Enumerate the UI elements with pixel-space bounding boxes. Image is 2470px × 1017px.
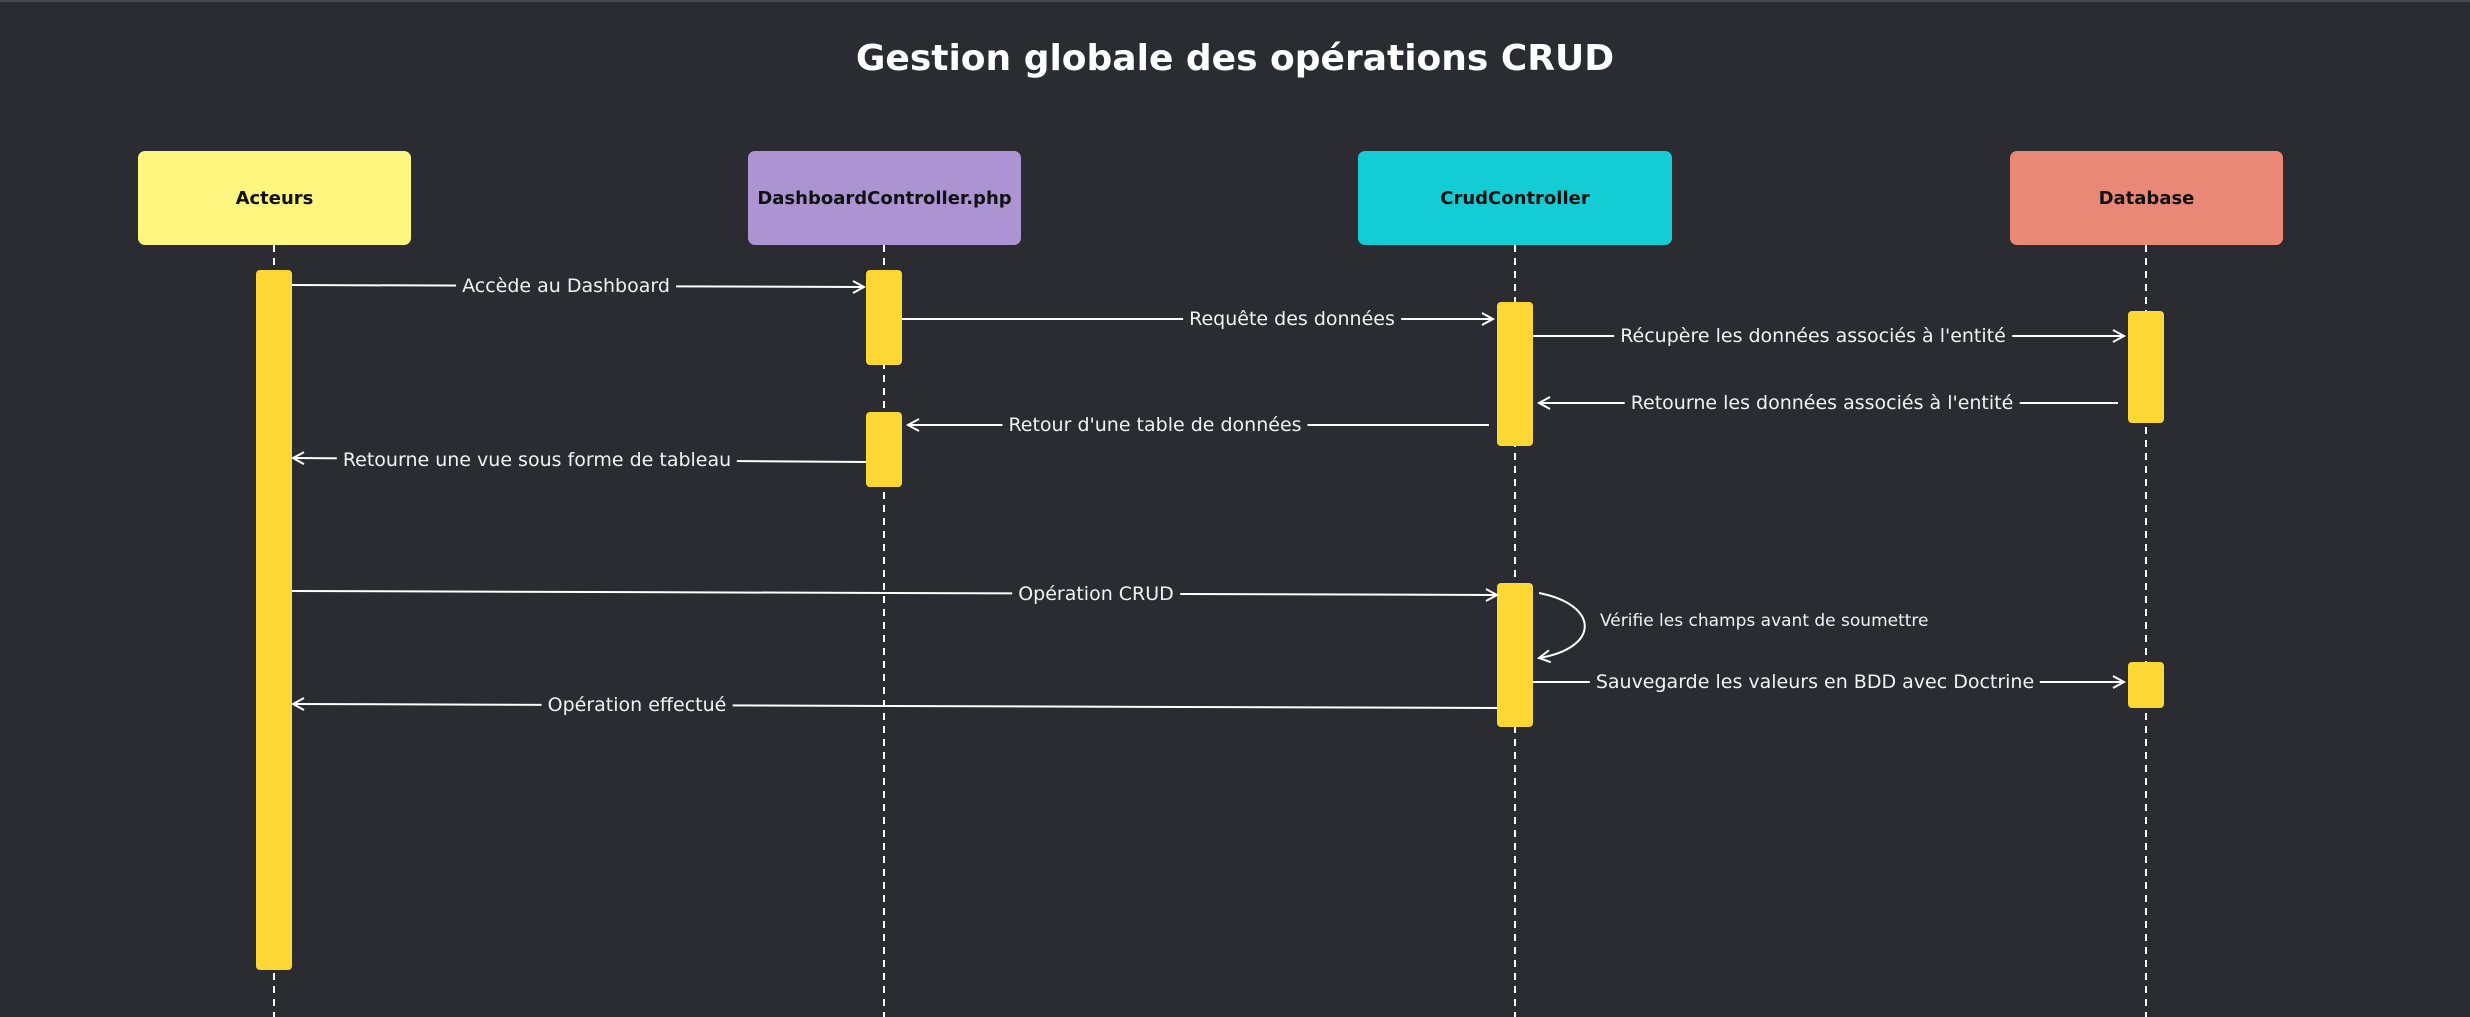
activation-crud-1 [1497, 302, 1533, 446]
message-label: Retourne une vue sous forme de tableau [336, 448, 738, 472]
arrow-operation-effectue [290, 697, 1498, 711]
message-label: Requête des données [1183, 307, 1401, 331]
message-label: Accède au Dashboard [456, 274, 676, 298]
message-label: Retourne les données associés à l'entité [1624, 391, 2020, 415]
activation-database-2 [2128, 662, 2164, 708]
participant-acteurs: Acteurs [138, 151, 411, 245]
activation-acteurs [256, 270, 292, 970]
activation-dashboard-1 [866, 270, 902, 365]
participant-crud-controller: CrudController [1358, 151, 1672, 245]
diagram-title: Gestion globale des opérations CRUD [855, 38, 1615, 79]
message-label: Sauvegarde les valeurs en BDD avec Doctr… [1589, 670, 2041, 694]
message-label: Opération effectué [541, 693, 733, 717]
arrow-operation-crud [291, 588, 1500, 602]
message-label: Récupère les données associés à l'entité [1614, 324, 2012, 348]
activation-crud-2 [1497, 583, 1533, 727]
message-label: Retour d'une table de données [1002, 413, 1308, 437]
top-border [0, 0, 2470, 2]
message-label: Vérifie les champs avant de soumettre [1596, 609, 1933, 633]
activation-dashboard-2 [866, 412, 902, 487]
message-label: Opération CRUD [1012, 582, 1180, 606]
arrow-verifie-champs [1536, 592, 1586, 664]
activation-database-1 [2128, 311, 2164, 423]
participant-dashboard-controller: DashboardController.php [748, 151, 1021, 245]
participant-database: Database [2010, 151, 2283, 245]
